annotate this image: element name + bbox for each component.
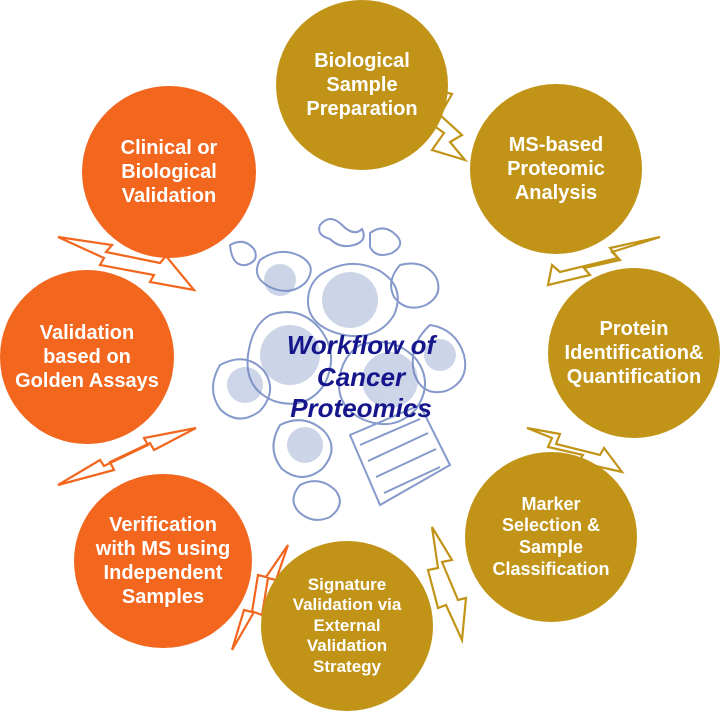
arrow-golden-to-clinical xyxy=(57,235,197,292)
node-biological-sample-preparation: Biological Sample Preparation xyxy=(276,0,448,170)
node-label: Clinical or Biological Validation xyxy=(120,137,218,207)
node-label: Marker Selection & Sample Classification xyxy=(492,493,610,579)
arrow-ms-to-protein xyxy=(546,235,661,287)
node-protein-identification-quantification: Protein Identification& Quantification xyxy=(548,268,720,438)
node-verification-with-ms: Verification with MS using Independent S… xyxy=(74,474,252,648)
arrow-marker-to-signature xyxy=(426,526,468,645)
node-clinical-biological-validation: Clinical or Biological Validation xyxy=(82,86,256,258)
arrow-signature-to-verification xyxy=(230,544,290,651)
node-label: Protein Identification& Quantification xyxy=(564,318,704,388)
node-signature-validation: Signature Validation via External Valida… xyxy=(261,541,433,711)
node-label: Verification with MS using Independent S… xyxy=(95,514,231,608)
node-label: Biological Sample Preparation xyxy=(306,50,418,120)
node-label: Signature Validation via External Valida… xyxy=(292,575,402,676)
node-label: MS-based Proteomic Analysis xyxy=(507,134,605,204)
center-title: Workflow of Cancer Proteomics xyxy=(286,330,436,424)
node-validation-golden-assays: Validation based on Golden Assays xyxy=(0,270,174,444)
protein-structures-image xyxy=(212,218,467,521)
arrow-verification-to-golden xyxy=(57,426,197,487)
arrow-protein-to-marker xyxy=(526,426,625,474)
node-ms-based-proteomic-analysis: MS-based Proteomic Analysis xyxy=(470,84,642,254)
node-marker-selection-sample-classification: Marker Selection & Sample Classification xyxy=(465,452,637,622)
node-label: Validation based on Golden Assays xyxy=(15,322,159,392)
